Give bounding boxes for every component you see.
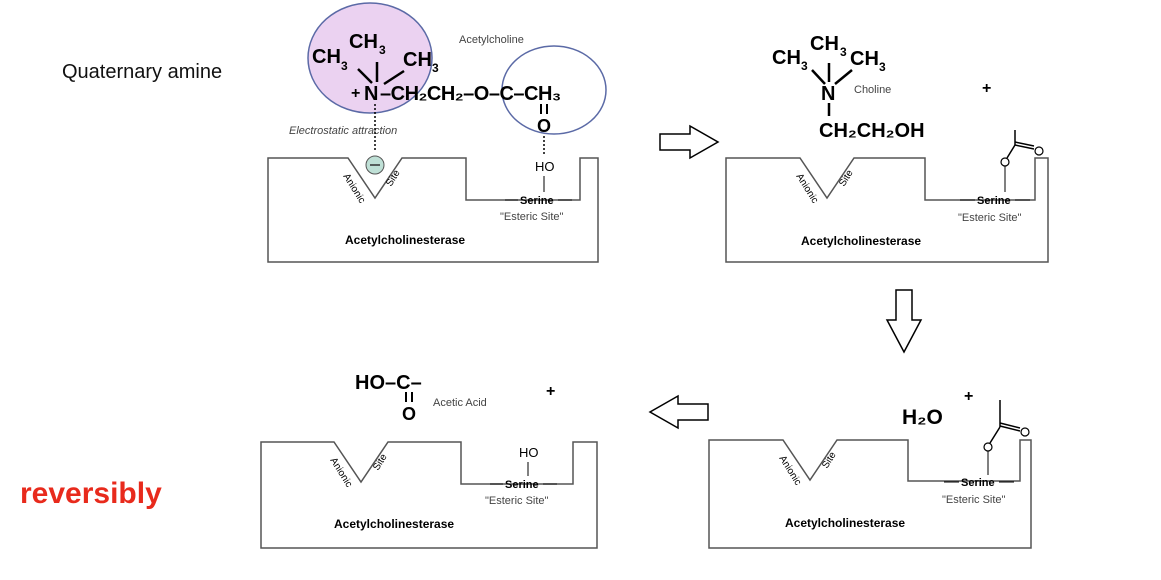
enzyme-outline — [708, 439, 1032, 549]
choline-ch3-top-sub: 3 — [840, 45, 847, 59]
electrostatic-label: Electrostatic attraction — [289, 125, 397, 137]
choline-ch3-left-sub: 3 — [801, 59, 808, 73]
enzyme-label: Acetylcholinesterase — [345, 233, 465, 247]
acetylcholine-label: Acetylcholine — [459, 34, 524, 46]
site-label: Site — [837, 168, 856, 189]
bond — [811, 69, 826, 85]
acetyl-group — [1000, 130, 1044, 192]
plus-sign: + — [964, 388, 973, 405]
serine-label: Serine — [977, 195, 1011, 207]
ach-ch3-right: CH — [403, 49, 432, 71]
esteric-site-label: "Esteric Site" — [500, 211, 564, 223]
site-label: Site — [384, 168, 403, 189]
choline-ch3-right: CH — [850, 48, 879, 70]
ach-ch3-top: CH — [349, 31, 378, 53]
panel-3-water-attack: H₂O + Anionic Site Serine "Esteric Site"… — [708, 388, 1032, 549]
anionic-label: Anionic — [327, 456, 354, 490]
site-label: Site — [820, 450, 839, 471]
serine-ho: HO — [519, 445, 539, 460]
acetic-acid-oxygen: O — [402, 404, 416, 424]
ach-nitrogen: N — [364, 83, 378, 105]
choline-ch3-right-sub: 3 — [879, 60, 886, 74]
acetic-acid-label: Acetic Acid — [433, 397, 487, 409]
site-label: Site — [371, 452, 390, 473]
bond — [834, 69, 853, 85]
choline-label: Choline — [854, 84, 891, 96]
anionic-label: Anionic — [776, 454, 803, 488]
carbonyl-oxygen: O — [537, 116, 551, 136]
plus-sign: + — [982, 80, 991, 97]
ach-ch3-left-sub: 3 — [341, 59, 348, 73]
acetyl-group — [983, 400, 1030, 475]
arrow-down-icon — [885, 289, 923, 354]
plus-sign: + — [546, 383, 555, 400]
enzyme-outline — [267, 157, 599, 263]
ester-group-circle — [501, 45, 607, 135]
enzyme-label: Acetylcholinesterase — [801, 234, 921, 248]
esteric-site-label: "Esteric Site" — [942, 494, 1006, 506]
enzyme-outline — [260, 441, 598, 549]
serine-label: Serine — [961, 477, 995, 489]
serine-label: Serine — [505, 479, 539, 491]
arrow-left-icon — [648, 394, 709, 430]
serine-label: Serine — [520, 195, 554, 207]
panel-2-choline-release: CH 3 CH 3 CH 3 N Choline CH₂CH₂OH + Anio… — [725, 33, 1049, 263]
choline-ch3-top: CH — [810, 33, 839, 55]
esteric-site-label: "Esteric Site" — [485, 495, 549, 507]
enzyme-outline — [725, 157, 1049, 263]
choline-chain: CH₂CH₂OH — [819, 120, 925, 142]
reversibly-label: reversibly — [20, 477, 162, 510]
panel-4-enzyme-regenerated: HO–C– O Acetic Acid + Anionic Site HO Se… — [260, 372, 598, 549]
ach-ch3-top-sub: 3 — [379, 43, 386, 57]
choline-ch3-left: CH — [772, 47, 801, 69]
bond — [357, 68, 373, 84]
esteric-site-label: "Esteric Site" — [958, 212, 1022, 224]
quaternary-amine-circle — [307, 2, 433, 114]
ach-ch3-right-sub: 3 — [432, 61, 439, 75]
arrow-right-icon — [659, 124, 720, 160]
quaternary-amine-label: Quaternary amine — [62, 61, 222, 83]
ach-n-plus: + — [351, 85, 360, 102]
panel-1-ach-binding: Acetylcholine CH 3 CH 3 CH 3 + N –CH₂CH₂… — [267, 2, 607, 263]
ach-ch3-left: CH — [312, 46, 341, 68]
water-molecule: H₂O — [902, 406, 943, 429]
anionic-label: Anionic — [793, 172, 820, 206]
serine-ho: HO — [535, 159, 555, 174]
choline-nitrogen: N — [821, 83, 835, 105]
enzyme-label: Acetylcholinesterase — [334, 517, 454, 531]
anionic-label: Anionic — [340, 172, 367, 206]
acetic-acid-formula: HO–C– — [355, 372, 422, 394]
enzyme-label: Acetylcholinesterase — [785, 516, 905, 530]
ach-chain: –CH₂CH₂–O–C–CH₃ — [380, 83, 561, 105]
bond — [383, 69, 405, 86]
